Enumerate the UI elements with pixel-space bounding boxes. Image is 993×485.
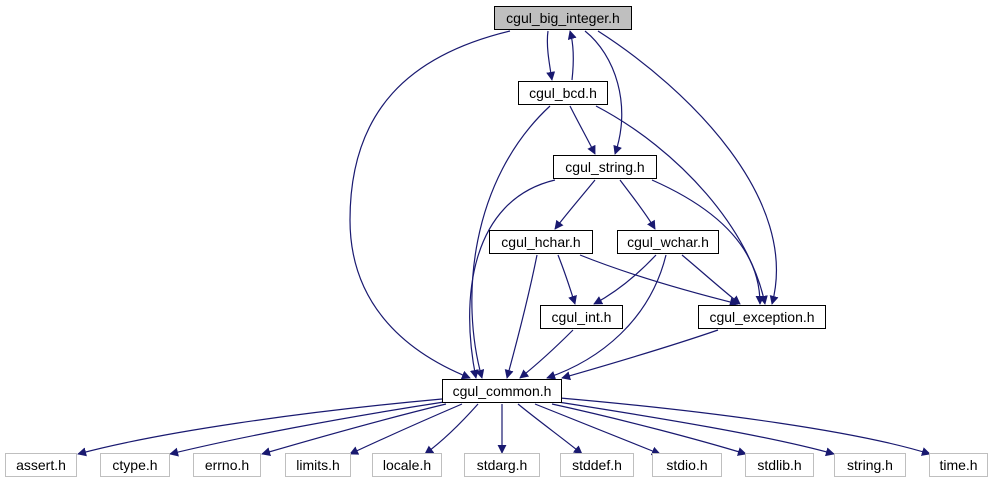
edge-cgul-wchar-to-cgul-common	[546, 254, 667, 380]
edge-cgul-exception-to-cgul-common	[561, 329, 719, 381]
edge-cgul-common-to-stddef	[517, 403, 583, 455]
edge-cgul-common-to-time	[559, 397, 931, 456]
node-cgul-exception-h[interactable]: cgul_exception.h	[698, 305, 826, 329]
edge-cgul-big-integer-to-cgul-string	[584, 30, 623, 155]
edge-cgul-common-to-assert	[77, 398, 443, 457]
node-stdlib-h: stdlib.h	[745, 453, 814, 477]
edge-cgul-wchar-to-cgul-exception	[681, 254, 741, 305]
node-locale-h: locale.h	[372, 453, 442, 477]
edge-cgul-hchar-to-cgul-common	[504, 254, 538, 379]
edge-cgul-bcd-to-cgul-common	[471, 105, 551, 379]
edge-cgul-bcd-to-cgul-string	[569, 105, 596, 155]
node-cgul-bcd-h[interactable]: cgul_bcd.h	[518, 81, 608, 105]
node-cgul-common-h[interactable]: cgul_common.h	[442, 379, 562, 403]
node-stdio-h: stdio.h	[652, 453, 722, 477]
edge-cgul-big-integer-to-cgul-exception	[597, 30, 779, 305]
edge-cgul-hchar-to-cgul-int	[557, 254, 577, 305]
edge-cgul-string-to-cgul-exception	[651, 179, 765, 305]
edge-cgul-string-to-cgul-common	[469, 179, 556, 379]
edge-cgul-string-to-cgul-hchar	[554, 179, 596, 230]
node-cgul-wchar-h[interactable]: cgul_wchar.h	[617, 230, 719, 254]
node-cgul-int-h[interactable]: cgul_int.h	[540, 305, 623, 329]
edge-cgul-common-to-errno	[261, 403, 447, 457]
node-cgul-hchar-h[interactable]: cgul_hchar.h	[489, 230, 593, 254]
edge-cgul-big-integer-to-cgul-bcd	[546, 30, 556, 81]
node-string-h: string.h	[834, 453, 906, 477]
node-errno-h: errno.h	[193, 453, 261, 477]
edge-cgul-hchar-to-cgul-exception	[579, 254, 739, 307]
node-limits-h: limits.h	[285, 453, 351, 477]
node-ctype-h: ctype.h	[100, 453, 170, 477]
edge-cgul-common-to-ctype	[169, 401, 445, 457]
node-cgul-big-integer-h: cgul_big_integer.h	[494, 6, 632, 30]
edge-cgul-common-to-locale	[424, 403, 479, 455]
node-assert-h: assert.h	[5, 453, 77, 477]
edge-cgul-common-to-limits	[349, 403, 463, 455]
edge-cgul-bcd-to-cgul-big-integer	[567, 30, 577, 81]
edge-cgul-string-to-cgul-wchar	[619, 179, 656, 230]
edge-cgul-common-to-stdlib	[551, 403, 747, 456]
node-stddef-h: stddef.h	[560, 453, 634, 477]
edge-cgul-bcd-to-cgul-exception	[595, 105, 768, 305]
edge-cgul-big-integer-to-cgul-common	[349, 30, 511, 380]
edge-cgul-common-to-stdio	[534, 403, 661, 456]
node-time-h: time.h	[929, 453, 988, 477]
edge-cgul-wchar-to-cgul-int	[593, 254, 657, 305]
edge-cgul-common-to-string	[557, 401, 835, 457]
node-cgul-string-h[interactable]: cgul_string.h	[553, 155, 657, 179]
node-stdarg-h: stdarg.h	[464, 453, 540, 477]
edge-cgul-int-to-cgul-common	[519, 329, 574, 379]
